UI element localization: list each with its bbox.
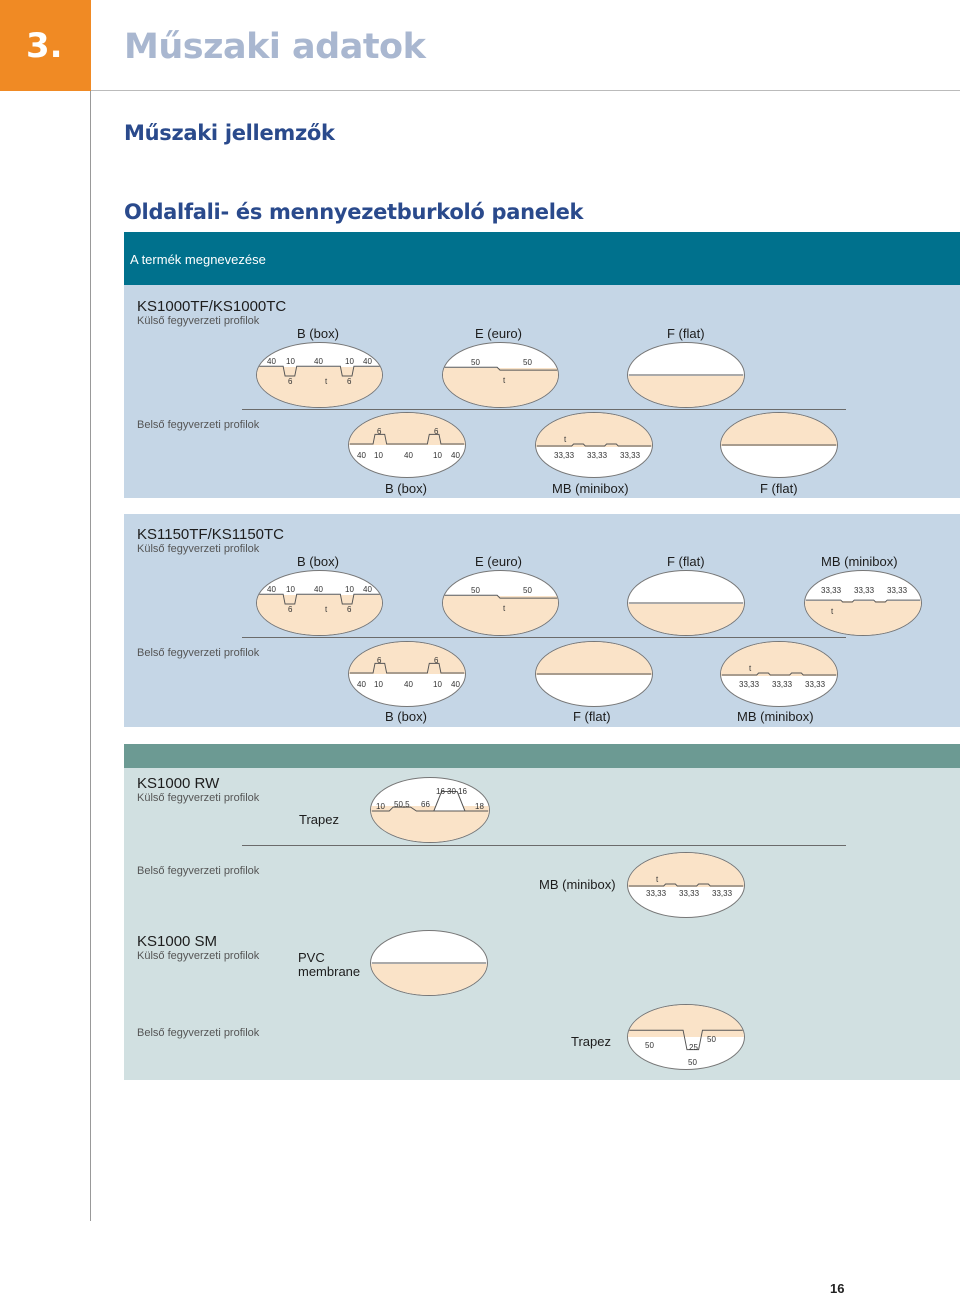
profile-minibox-inner: t 33,33 33,33 33,33 [627,852,745,918]
profile-minibox-outer: 33,33 33,33 33,33 t [804,570,922,636]
outer-profiles-label: Külső fegyverzeti profilok [137,543,260,555]
outer-profiles-label: Külső fegyverzeti profilok [137,792,260,804]
label-trapez: Trapez [571,1034,611,1049]
inner-profiles-label: Belső fegyverzeti profilok [137,1027,260,1039]
separator [242,637,846,638]
outer-profiles-label: Külső fegyverzeti profilok [137,315,260,327]
profile-box-inner: 6 6 40 10 40 10 40 [348,412,466,478]
label-flat: F (flat) [573,709,611,724]
profile-minibox-inner: t 33,33 33,33 33,33 [535,412,653,478]
label-minibox: MB (minibox) [539,877,616,892]
profile-trapez-outer: 10 50,5 66 16 30 16 18 [370,777,490,843]
profile-trapez-inner: 50 25 50 50 [627,1004,745,1070]
subsection-title: Oldalfali- és mennyezetburkoló panelek [124,200,584,224]
label-euro: E (euro) [475,554,522,569]
profile-box-outer: 40 10 40 10 40 6 6 t [256,570,383,636]
inner-profiles-label: Belső fegyverzeti profilok [137,865,260,877]
label-flat: F (flat) [760,481,798,496]
margin-rule [90,91,91,1221]
label-euro: E (euro) [475,326,522,341]
label-trapez: Trapez [299,812,339,827]
product-panel-3 [124,768,960,1080]
profile-flat-inner [535,641,653,707]
separator [242,845,846,846]
table-header-label: A termék megnevezése [130,252,266,267]
label-box: B (box) [297,326,339,341]
profile-flat-outer [627,342,745,408]
chapter-number: 3. [26,26,63,66]
profile-euro-outer: 50 50 t [442,342,559,408]
product-name: KS1000 SM [137,933,218,950]
section-bar [124,744,960,768]
product-name: KS1150TF/KS1150TC [137,526,285,543]
chapter-title: Műszaki adatok [124,27,426,67]
header-rule [91,90,960,91]
label-box: B (box) [385,709,427,724]
profile-flat-outer [370,930,488,996]
inner-profiles-label: Belső fegyverzeti profilok [137,647,260,659]
label-minibox: MB (minibox) [737,709,814,724]
profile-flat-inner [720,412,838,478]
chapter-box: 3. [0,0,91,91]
inner-profiles-label: Belső fegyverzeti profilok [137,419,260,431]
section-title: Műszaki jellemzők [124,121,335,145]
label-box: B (box) [297,554,339,569]
label-flat: F (flat) [667,326,705,341]
label-flat: F (flat) [667,554,705,569]
profile-flat-outer [627,570,745,636]
label-pvc: PVC membrane [298,950,361,979]
profile-minibox-inner: t 33,33 33,33 33,33 [720,641,838,707]
profile-euro-outer: 50 50 t [442,570,559,636]
page-number: 16 [830,1281,845,1296]
outer-profiles-label: Külső fegyverzeti profilok [137,950,260,962]
label-minibox: MB (minibox) [821,554,898,569]
separator [242,409,846,410]
product-name: KS1000TF/KS1000TC [137,298,287,315]
profile-box-outer: 40 10 40 10 40 6 6 t [256,342,383,408]
table-header-bar [124,232,960,285]
product-name: KS1000 RW [137,775,220,792]
label-box: B (box) [385,481,427,496]
profile-box-inner: 6 6 40 10 40 10 40 [348,641,466,707]
label-minibox: MB (minibox) [552,481,629,496]
